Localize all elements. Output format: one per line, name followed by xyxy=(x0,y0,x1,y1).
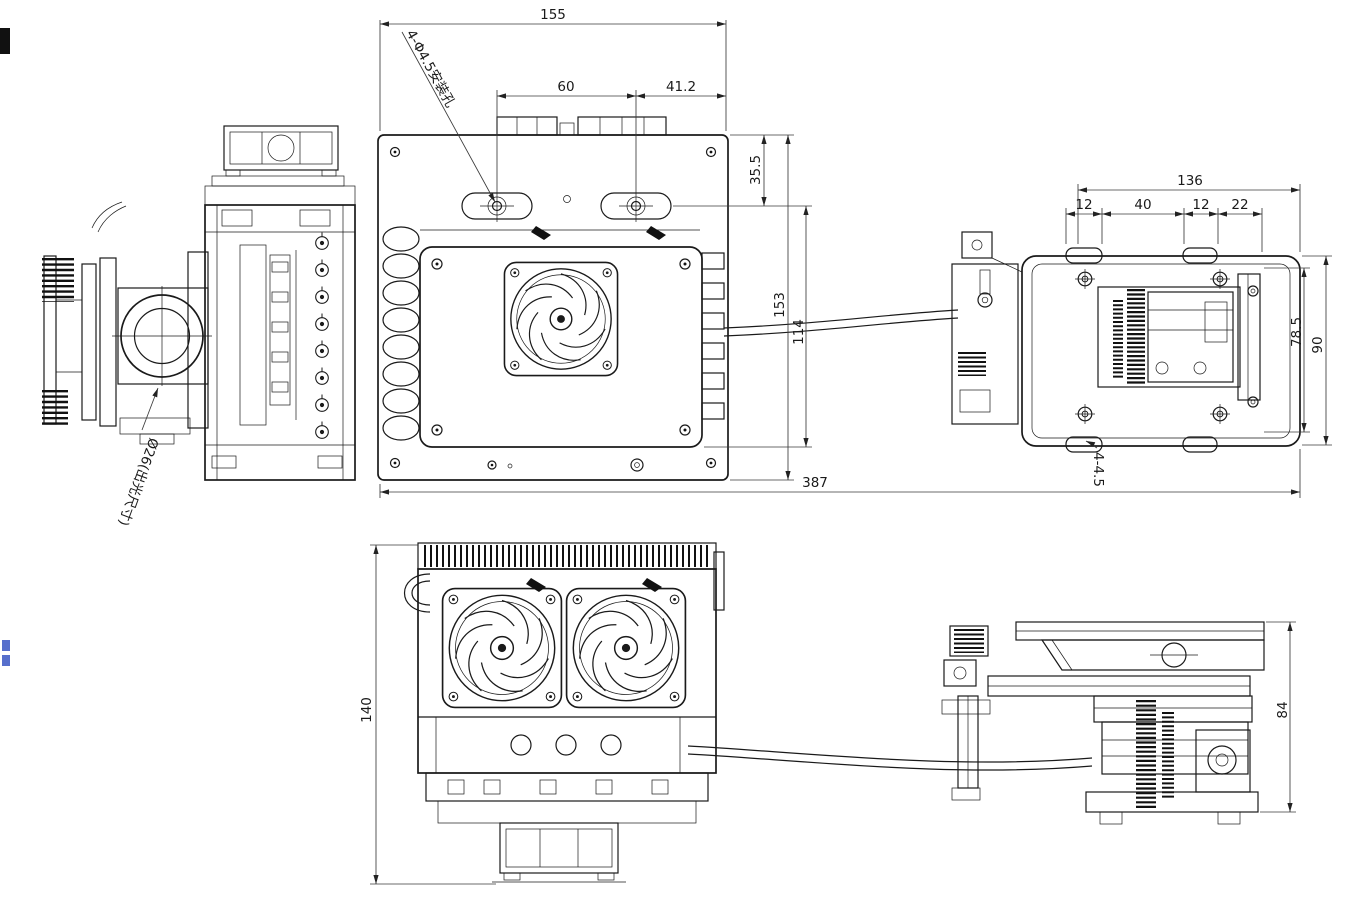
right-tab xyxy=(713,551,725,611)
motor-assembly-side xyxy=(1085,695,1259,825)
driver-plate-screws xyxy=(431,258,691,436)
right-bracket xyxy=(1237,273,1261,401)
lower-plate xyxy=(425,772,709,802)
aperture-note-label: Ø26(出光尺寸) xyxy=(115,436,162,528)
mounting-slot-right xyxy=(600,190,672,222)
top-fan-side xyxy=(223,125,339,177)
mounting-slot-left xyxy=(461,190,533,222)
side-view xyxy=(941,621,1265,825)
dim-label-114: 114 xyxy=(791,319,807,345)
left-view xyxy=(42,125,356,481)
vent-holes xyxy=(510,734,622,756)
bottom-slots xyxy=(1065,436,1218,453)
heatpipe-coil xyxy=(382,226,420,441)
bottom-screws xyxy=(487,458,644,472)
interior-details xyxy=(239,244,297,426)
right-view-inner-plate xyxy=(1031,263,1291,439)
top-fan-profile-right xyxy=(577,116,667,136)
hole-note-label-right: 4-4.5 xyxy=(1090,452,1106,487)
heatpipe-loop xyxy=(404,573,431,613)
top-view-outline xyxy=(377,134,729,481)
dim-label-136: 136 xyxy=(1177,173,1203,189)
screw-icon xyxy=(1209,268,1231,290)
left-edge-watermark xyxy=(2,640,10,666)
front-view xyxy=(404,542,1093,883)
dim-label-35-5: 35.5 xyxy=(748,155,764,185)
cable-tie-mark xyxy=(646,226,666,240)
pin-hole xyxy=(1247,396,1259,408)
dim-label-12b: 12 xyxy=(1192,197,1209,213)
hole-note-label: 4-Φ4.5安装孔 xyxy=(403,27,459,110)
dim-label-90: 90 xyxy=(1310,336,1326,353)
wires xyxy=(91,201,127,233)
top-fan-profile-left xyxy=(496,116,558,136)
cable-tie-mark xyxy=(531,226,551,240)
dim-label-155: 155 xyxy=(540,7,566,23)
cooling-fan-icon xyxy=(503,261,619,377)
lower-plate-tabs xyxy=(447,779,669,795)
pin-hole-inner xyxy=(1250,399,1256,405)
left-attachment xyxy=(951,231,1023,425)
right-connector-fins xyxy=(701,252,725,420)
dim-label-60: 60 xyxy=(557,79,574,95)
bottom-fan-side xyxy=(492,822,626,883)
screw-icon xyxy=(1074,403,1096,425)
pin-hole-inner xyxy=(1250,288,1256,294)
top-edge-block xyxy=(559,122,575,136)
right-view xyxy=(951,231,1301,453)
left-view-body xyxy=(204,204,356,481)
fiber-cable-bottom xyxy=(687,745,1093,771)
base-plate xyxy=(437,800,697,824)
dim-label-140: 140 xyxy=(359,697,375,723)
driver-plate xyxy=(419,246,703,448)
left-cluster xyxy=(941,625,991,801)
motor-assembly xyxy=(1097,286,1241,388)
cable-tie-mark xyxy=(526,578,546,592)
dimension-arrows xyxy=(152,21,1329,884)
dim-label-78-5: 78.5 xyxy=(1289,317,1305,347)
top-view xyxy=(377,116,959,481)
right-view-outline xyxy=(1021,255,1301,447)
screw-icon xyxy=(1074,268,1096,290)
lens-assembly xyxy=(42,251,212,445)
dim-label-41-2: 41.2 xyxy=(666,79,696,95)
dim-label-387: 387 xyxy=(802,475,828,491)
mid-band xyxy=(435,716,681,774)
screw-icon xyxy=(1209,403,1231,425)
dim-label-84: 84 xyxy=(1275,701,1291,718)
feet xyxy=(211,455,343,469)
dim-label-12a: 12 xyxy=(1075,197,1092,213)
plate-corner-screws xyxy=(389,146,717,469)
fiber-cable-top xyxy=(723,309,959,337)
cooling-fan-icon xyxy=(441,587,563,709)
dim-label-22: 22 xyxy=(1231,197,1248,213)
screw-column xyxy=(315,231,329,439)
cable-tie-mark xyxy=(642,578,662,592)
fan-duct xyxy=(211,175,345,187)
dim-label-153: 153 xyxy=(772,292,788,318)
top-slots xyxy=(1065,247,1218,264)
pin-hole xyxy=(1247,285,1259,297)
small-pin-hole xyxy=(563,195,571,203)
dim-label-40: 40 xyxy=(1134,197,1151,213)
page-edge-mark xyxy=(0,28,10,54)
fan-shroud xyxy=(204,185,356,206)
cooling-fan-icon xyxy=(565,587,687,709)
